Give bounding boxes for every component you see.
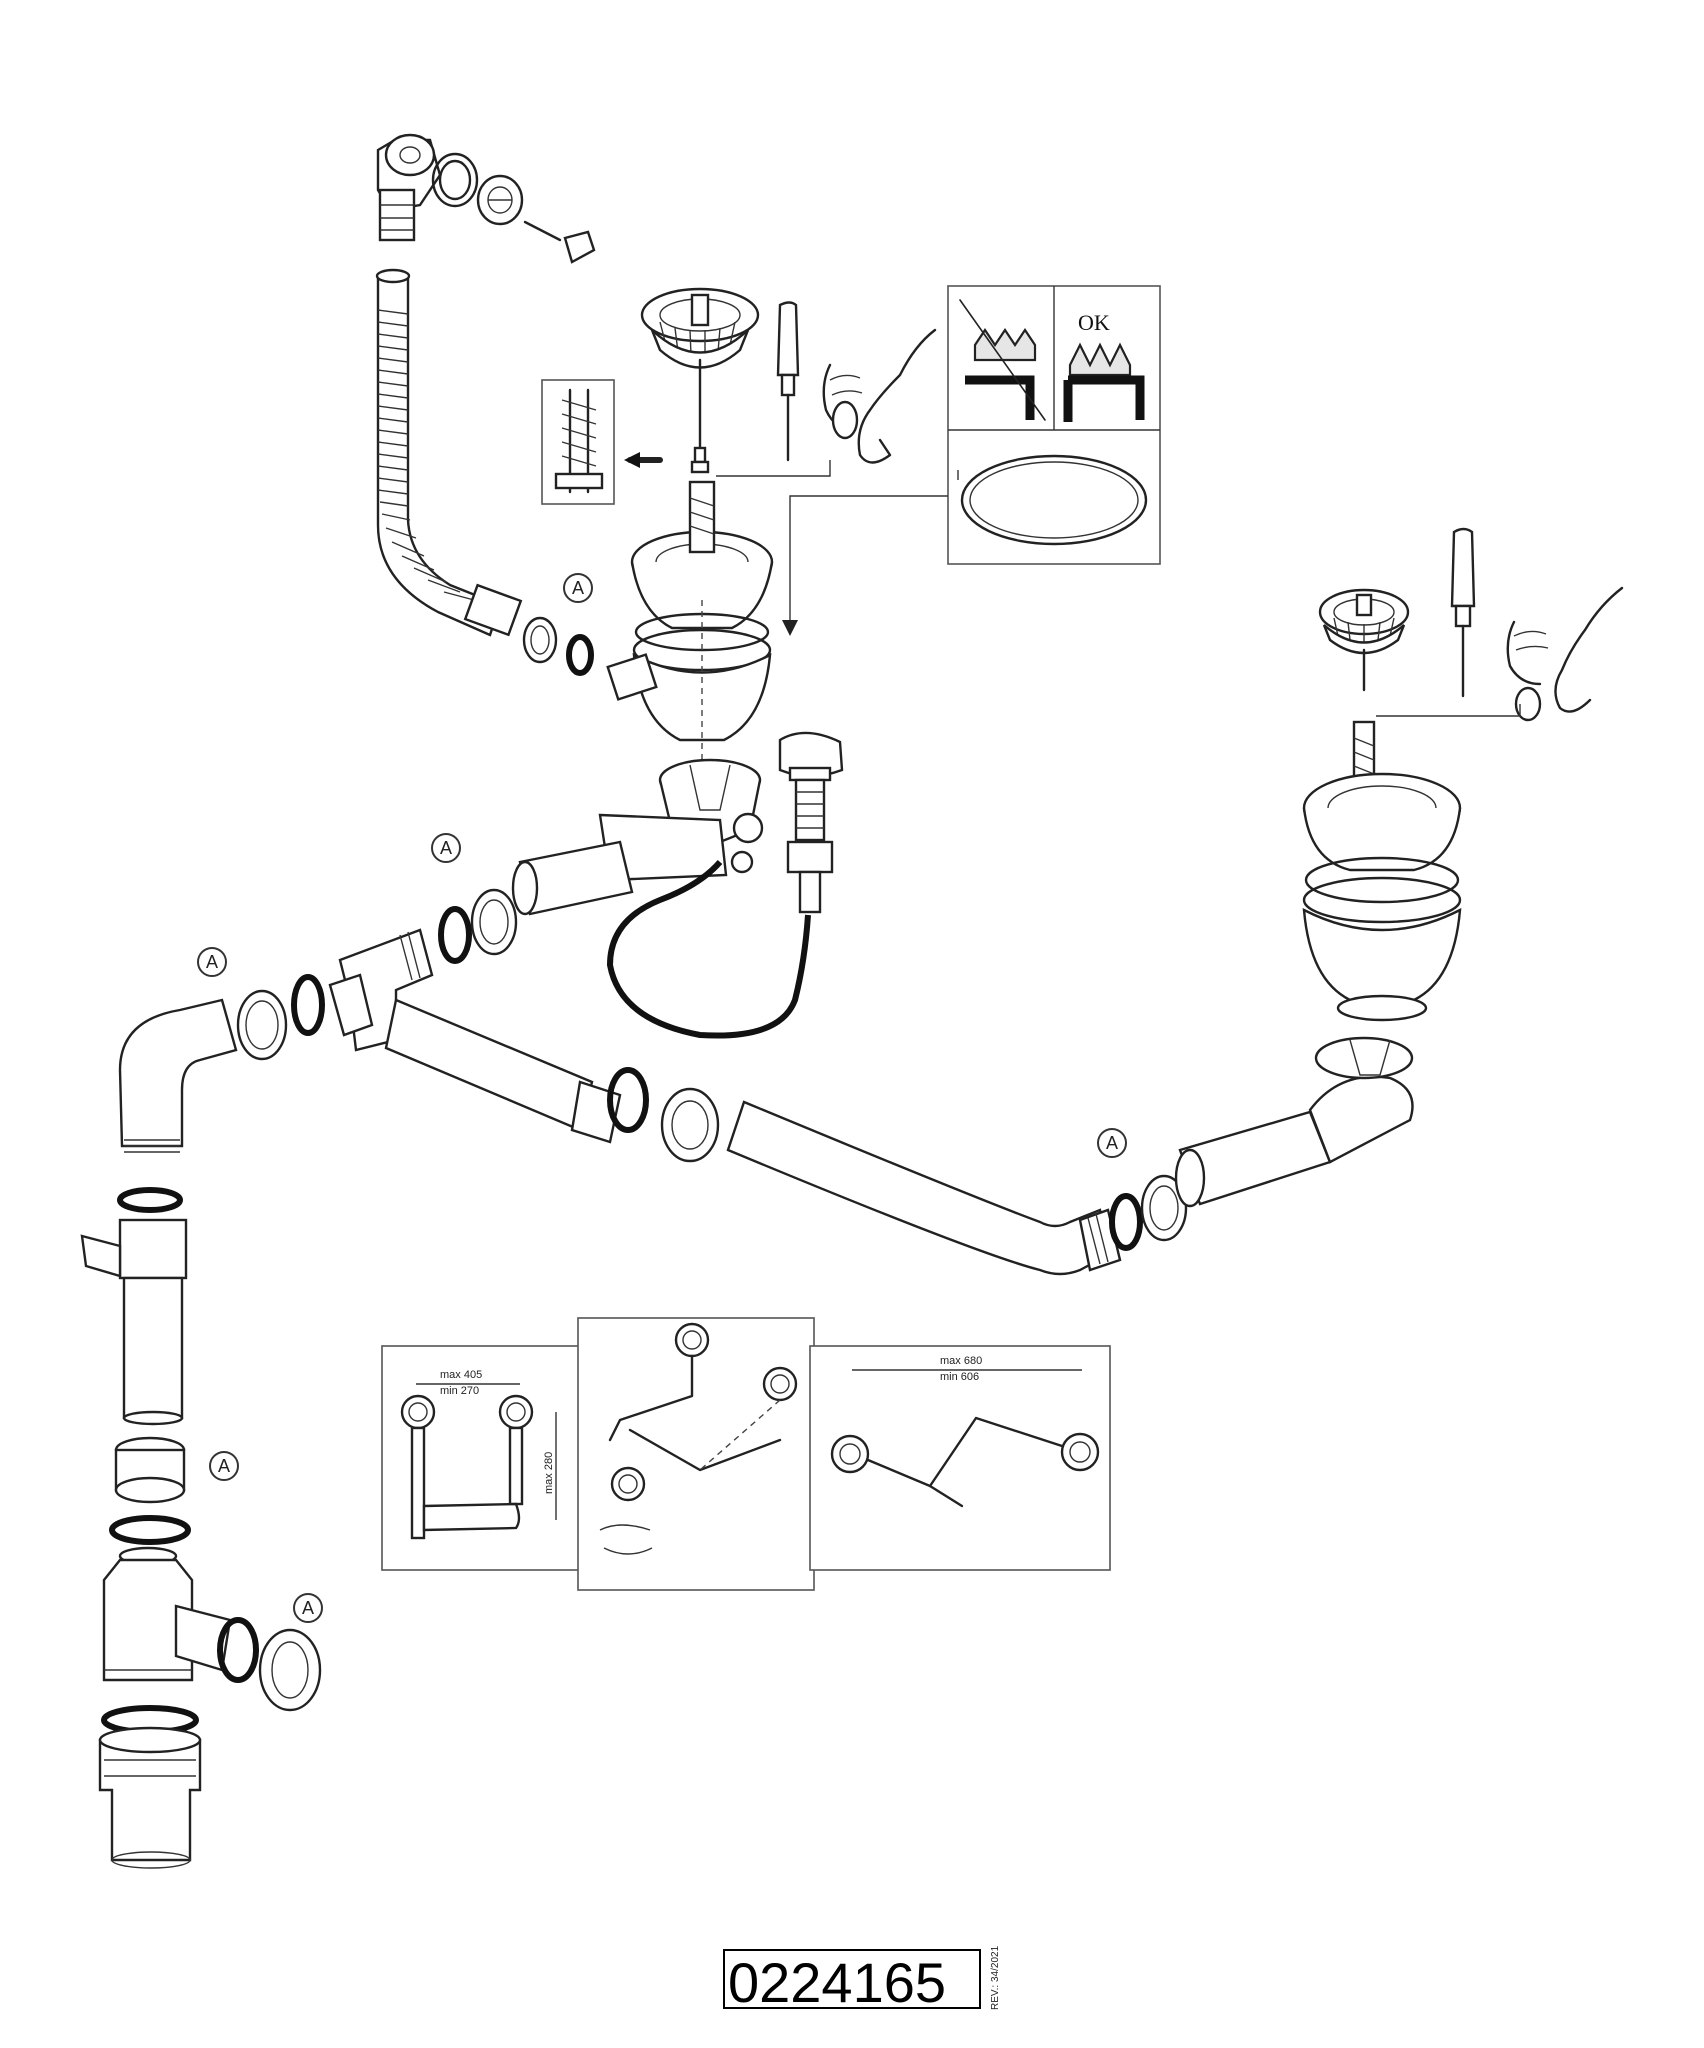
dim-right-min: min 606 — [940, 1371, 979, 1383]
long-pipe — [384, 998, 649, 1144]
svg-text:A: A — [440, 838, 452, 858]
hose-ribs — [377, 309, 475, 601]
svg-text:A: A — [302, 1598, 314, 1618]
callout-a-2: A — [431, 833, 461, 863]
elbow-left — [118, 998, 238, 1153]
svg-text:A: A — [572, 578, 584, 598]
callout-a-4: A — [1097, 1128, 1127, 1158]
wrong-install-icon — [959, 299, 1046, 421]
dimension-panel-center — [577, 1317, 815, 1591]
sink-body-left — [606, 480, 774, 760]
trap-nut — [114, 1436, 186, 1504]
hose-nut — [522, 616, 558, 664]
hand-icon-2 — [1506, 586, 1624, 722]
dim-left-max: max 405 — [440, 1369, 482, 1381]
spring-detail-box — [541, 379, 663, 505]
dim-right-max: max 680 — [940, 1355, 982, 1367]
sink-body-right — [1302, 720, 1462, 1022]
ok-label: OK — [1078, 310, 1110, 335]
correct-install-icon: OK — [1063, 310, 1145, 422]
strainer-basket-left — [640, 287, 760, 474]
svg-text:A: A — [218, 1456, 230, 1476]
svg-text:A: A — [1106, 1133, 1118, 1153]
strainer-basket-right — [1318, 588, 1410, 692]
elbow-nut — [236, 973, 374, 1061]
overflow-assembly — [375, 133, 596, 676]
bent-pipe-right — [726, 1100, 1122, 1276]
dim-left-height: max 280 — [543, 1452, 555, 1494]
vertical-pipe — [80, 1218, 188, 1426]
revision-label: REV.: 34/2021 — [990, 1945, 1001, 2010]
part-number-box: 0224165 REV.: 34/2021 — [723, 1945, 1001, 2014]
callout-a: A — [563, 573, 593, 603]
callout-a-6: A — [293, 1593, 323, 1623]
callout-a-3: A — [197, 947, 227, 977]
bottle-trap — [102, 1546, 322, 1712]
hand-icon — [822, 328, 937, 464]
pipe-nut-middle — [660, 1087, 720, 1163]
screwdriver-icon — [776, 301, 800, 462]
tee-nut-upper — [438, 888, 518, 964]
dimension-panel-right: max 680 min 606 — [809, 1345, 1111, 1571]
outlet-elbow-left — [511, 758, 764, 916]
svg-text:A: A — [206, 952, 218, 972]
part-number: 0224165 — [728, 1951, 946, 2014]
outlet-elbow-right — [1174, 1036, 1414, 1208]
dimension-panel-left: max 405 min 270 max 280 — [381, 1345, 583, 1571]
right-nut — [1109, 1174, 1188, 1251]
installation-check-panel: OK — [947, 285, 1161, 565]
dim-left-min: min 270 — [440, 1385, 479, 1397]
waste-outlet — [98, 1726, 202, 1869]
screwdriver-icon-2 — [1450, 527, 1476, 698]
pop-up-knob — [778, 731, 844, 914]
callout-a-5: A — [209, 1451, 239, 1481]
